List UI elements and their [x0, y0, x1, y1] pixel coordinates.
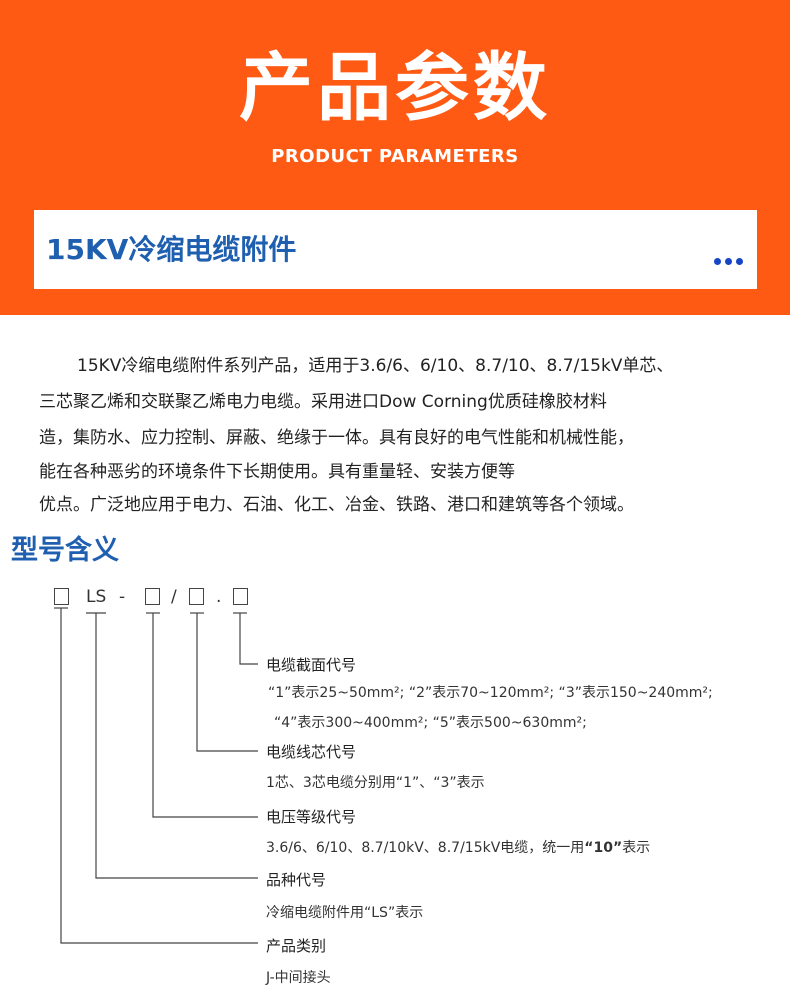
- description-line-4: 能在各种恶劣的环境条件下长期使用。具有重量轻、安装方便等: [39, 462, 515, 482]
- code-box-core: [189, 588, 204, 605]
- field-label-variety: 品种代号: [266, 871, 327, 889]
- connector-line-voltage: [152, 613, 258, 818]
- field-detail-voltage-suffix: 表示: [622, 840, 651, 856]
- field-detail-core: 1芯、3芯电缆分别用“1”、“3”表示: [266, 775, 485, 791]
- field-label-core: 电缆线芯代号: [266, 743, 357, 761]
- connector-line-category: [60, 608, 258, 944]
- code-box-voltage: [145, 588, 160, 605]
- header-banner: 产品参数 PRODUCT PARAMETERS 15KV冷缩电缆附件: [0, 0, 790, 315]
- field-label-voltage: 电压等级代号: [266, 808, 357, 826]
- field-detail-variety: 冷缩电缆附件用“LS”表示: [266, 905, 424, 921]
- page-title: 产品参数: [239, 45, 551, 131]
- connector-line-core: [196, 613, 258, 752]
- more-dots-icon[interactable]: [710, 250, 743, 269]
- model-code-diagram: LS - / . 电缆截面代号 “1”表示25~50mm²; “2”表示70~1…: [0, 580, 790, 1000]
- field-detail-voltage-code: “10”: [584, 840, 623, 856]
- field-detail-voltage: 3.6/6、6/10、8.7/10kV、8.7/15kV电缆，统一用“10”表示: [266, 839, 650, 857]
- connector-lines: [54, 607, 258, 944]
- page-subtitle: PRODUCT PARAMETERS: [271, 146, 519, 167]
- field-label-category: 产品类别: [266, 937, 327, 955]
- description-line-2: 三芯聚乙烯和交联聚乙烯电力电缆。采用进口Dow Corning优质硅橡胶材料: [39, 392, 607, 412]
- connector-line-variety: [95, 613, 258, 879]
- code-box-section: [233, 588, 248, 605]
- description-line-3: 造，集防水、应力控制、屏蔽、绝缘于一体。具有良好的电气性能和机械性能，: [39, 428, 634, 448]
- code-ls: LS: [86, 587, 107, 607]
- description-line-5: 优点。广泛地应用于电力、石油、化工、冶金、铁路、港口和建筑等各个领域。: [39, 495, 634, 515]
- product-name: 15KV冷缩电缆附件: [46, 233, 297, 266]
- section-title-model: 型号含义: [11, 535, 119, 566]
- description-line-1: 15KV冷缩电缆附件系列产品，适用于3.6/6、6/10、8.7/10、8.7/…: [77, 356, 674, 376]
- product-title-bar: 15KV冷缩电缆附件: [34, 210, 757, 289]
- code-dot: .: [216, 587, 222, 607]
- field-label-section: 电缆截面代号: [266, 656, 357, 674]
- field-detail-category: J-中间接头: [266, 970, 331, 986]
- code-slash: /: [171, 587, 177, 607]
- field-detail-voltage-prefix: 3.6/6、6/10、8.7/10kV、8.7/15kV电缆，统一用: [266, 840, 585, 856]
- field-detail-section-1: “1”表示25~50mm²; “2”表示70~120mm²; “3”表示150~…: [268, 685, 713, 701]
- field-detail-section-2: “4”表示300~400mm²; “5”表示500~630mm²;: [274, 715, 587, 731]
- code-dash: -: [119, 587, 126, 607]
- code-box-category: [54, 588, 69, 605]
- connector-line-section: [239, 613, 258, 665]
